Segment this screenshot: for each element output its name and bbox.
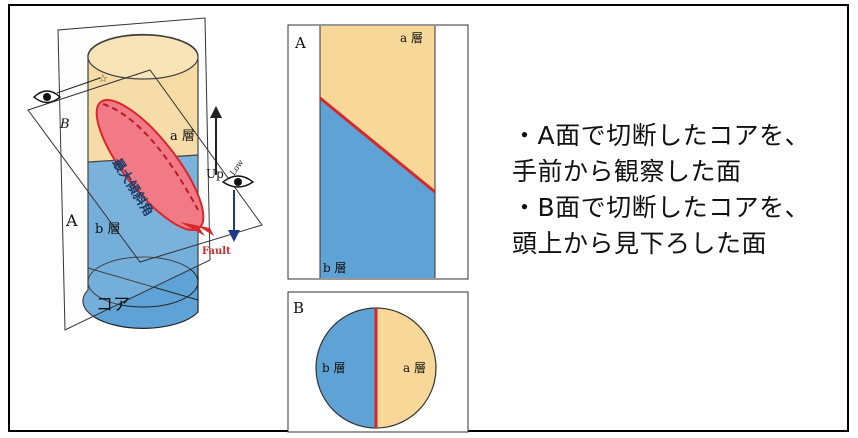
- down-arrow-head: [228, 230, 240, 242]
- core-bottom-ellipse: [87, 256, 199, 308]
- panel-a-bottom-layer-label: b 層: [323, 261, 347, 275]
- panel-a: A a 層 b 層: [287, 24, 469, 280]
- note-line: 手前から観察した面: [512, 157, 742, 186]
- core-label: コア: [96, 295, 130, 315]
- core-3d-figure: ☆ a 層 b 層 A B コア 最大傾斜角 Up Low Fault: [27, 17, 263, 331]
- panel-a-fault-line: [319, 96, 436, 194]
- layer-a-label: a 層: [170, 129, 195, 144]
- sight-line: [56, 77, 101, 94]
- note-line: ・A面で切断したコアを、: [512, 121, 811, 150]
- low-label: Low: [228, 158, 245, 177]
- panel-b: B b 層 a 層: [287, 291, 469, 433]
- eye-icon: [221, 175, 255, 188]
- layer-b-label: b 層: [95, 222, 120, 237]
- panel-b-right-layer-label: a 層: [403, 361, 426, 375]
- panel-b-layer-b: [316, 308, 376, 428]
- star-mark: ☆: [98, 72, 108, 85]
- plane-b-label: B: [59, 117, 70, 132]
- panel-a-layer-a: [320, 26, 435, 192]
- panel-a-layer-b: [320, 98, 435, 278]
- up-label: Up: [206, 167, 224, 181]
- panel-a-top-layer-label: a 層: [400, 31, 423, 45]
- core-bottom-chord: [87, 267, 199, 301]
- panel-b-layer-a: [376, 308, 436, 428]
- panel-b-plane-label: B: [293, 299, 304, 317]
- note-line: 頭上から見下ろした面: [512, 229, 768, 258]
- up-arrow-head: [210, 106, 222, 118]
- panel-b-left-layer-label: b 層: [322, 361, 346, 375]
- explanation-notes: ・A面で切断したコアを、 手前から観察した面 ・B面で切断したコアを、 頭上から…: [512, 118, 842, 262]
- fault-label: Fault: [202, 246, 231, 257]
- fault-trace: [102, 103, 199, 211]
- core-top-ellipse: [87, 34, 199, 80]
- fault-arrow: [180, 222, 214, 236]
- panel-a-plane-label: A: [294, 34, 306, 52]
- eye-icon: [32, 90, 62, 104]
- note-line: ・B面で切断したコアを、: [512, 193, 811, 222]
- plane-a-label: A: [65, 211, 78, 230]
